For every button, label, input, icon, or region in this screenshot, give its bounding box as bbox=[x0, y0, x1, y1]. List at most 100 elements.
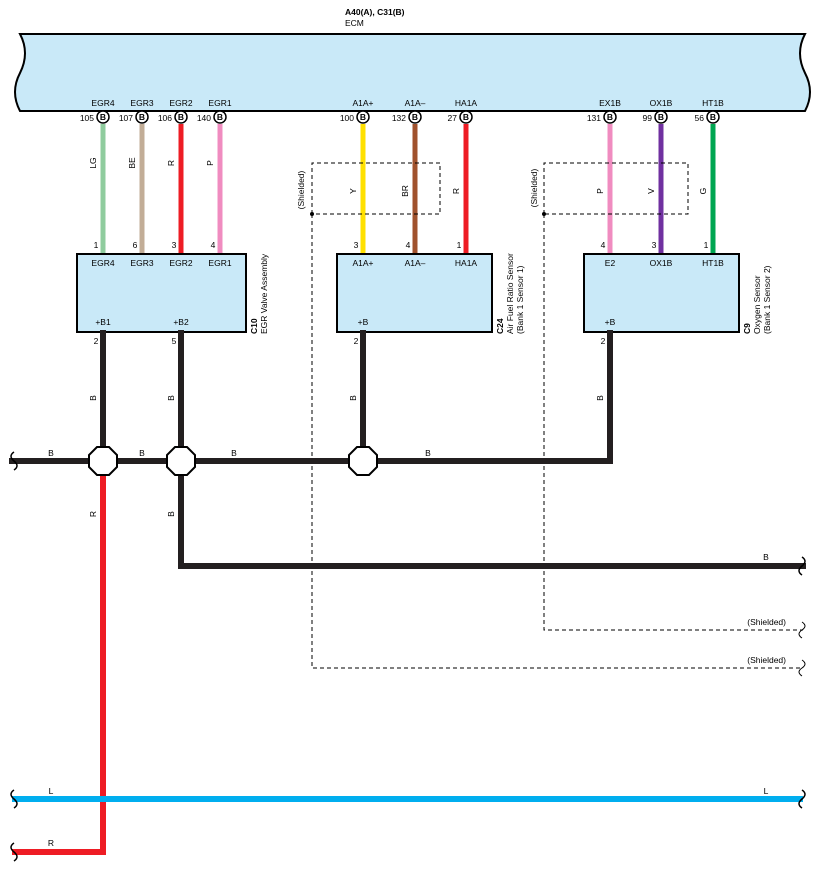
wire-b-down bbox=[178, 472, 806, 569]
ecm-pin-name: EGR3 bbox=[130, 98, 153, 108]
ecm-pin-name: EGR1 bbox=[208, 98, 231, 108]
component-name-2: (Bank 1 Sensor 1) bbox=[515, 265, 525, 334]
ecm-connector-label: A40(A), C31(B) bbox=[345, 7, 405, 17]
shield-label: (Shielded) bbox=[296, 170, 306, 209]
ecm-pin-name: A1A+ bbox=[352, 98, 373, 108]
wire-color-code: R bbox=[48, 838, 54, 848]
wire-color-code: P bbox=[205, 160, 215, 166]
component-pin-name: E2 bbox=[605, 258, 616, 268]
top-wire-color-codes: LG BE R P Y BR R P V G bbox=[88, 157, 708, 197]
component-pin-number: 2 bbox=[94, 336, 99, 346]
wire-color-code: B bbox=[231, 448, 237, 458]
ecm-pin-number: 131 bbox=[587, 113, 601, 123]
component-name: EGR Valve Assembly bbox=[259, 253, 269, 334]
component-pin-name: +B bbox=[605, 317, 616, 327]
wire-end-mark bbox=[10, 842, 18, 862]
component-code: C10 bbox=[249, 318, 259, 334]
shield-label: (Shielded) bbox=[747, 655, 786, 665]
wire-color-code: B bbox=[595, 395, 605, 401]
shield-label: (Shielded) bbox=[529, 168, 539, 207]
component-pin-name: HT1B bbox=[702, 258, 724, 268]
ecm-pin-name: EGR2 bbox=[169, 98, 192, 108]
wire-red-down bbox=[12, 475, 106, 855]
component-name-2: (Bank 1 Sensor 2) bbox=[762, 265, 772, 334]
shield-dot-o2 bbox=[542, 212, 546, 216]
ecm-pin-name: HA1A bbox=[455, 98, 478, 108]
component-pin-name: EGR1 bbox=[208, 258, 231, 268]
wire-end-mark bbox=[10, 789, 18, 809]
shield-dot-afr bbox=[310, 212, 314, 216]
component-pin-number: 1 bbox=[704, 240, 709, 250]
component-pin-number: 4 bbox=[601, 240, 606, 250]
splice-junction bbox=[166, 446, 196, 476]
wire-color-code: B bbox=[139, 448, 145, 458]
svg-text:B: B bbox=[178, 112, 184, 122]
component-pin-number: 5 bbox=[172, 336, 177, 346]
ecm-pin-name: EX1B bbox=[599, 98, 621, 108]
ecm-pin-circles: B B B B B B B B B B bbox=[96, 110, 720, 124]
splice-junction bbox=[88, 446, 118, 476]
wire-color-code: B bbox=[425, 448, 431, 458]
ecm-pin-terminal: B bbox=[174, 110, 188, 124]
svg-text:B: B bbox=[139, 112, 145, 122]
wire-color-code: R bbox=[166, 160, 176, 166]
egr-valve-box bbox=[76, 253, 247, 333]
wire-color-code: L bbox=[764, 786, 769, 796]
component-pin-name: OX1B bbox=[650, 258, 673, 268]
shield-end-mark bbox=[798, 621, 806, 639]
wire-color-code: B bbox=[166, 511, 176, 517]
component-pin-number: 4 bbox=[406, 240, 411, 250]
component-pin-number: 1 bbox=[457, 240, 462, 250]
power-wires bbox=[9, 330, 806, 569]
wire-o2-b bbox=[375, 330, 613, 464]
shield-box-afr bbox=[311, 162, 441, 215]
component-pin-number: 2 bbox=[354, 336, 359, 346]
wire-color-code: L bbox=[49, 786, 54, 796]
ecm-pin-names: EGR4 EGR3 EGR2 EGR1 A1A+ A1A– HA1A EX1B … bbox=[91, 98, 724, 108]
wire-color-code: BE bbox=[127, 157, 137, 169]
component-pin-name: HA1A bbox=[455, 258, 478, 268]
ecm-pin-terminal: B bbox=[408, 110, 422, 124]
wire-color-code: V bbox=[646, 188, 656, 194]
wire-end-mark bbox=[798, 789, 806, 809]
component-pin-name: EGR4 bbox=[91, 258, 114, 268]
ecm-pin-number: 132 bbox=[392, 113, 406, 123]
power-wire-codes: B B B B B R B B B B B bbox=[48, 395, 769, 562]
svg-text:B: B bbox=[463, 112, 469, 122]
component-pin-number: 2 bbox=[601, 336, 606, 346]
component-o2: 4 3 1 E2 OX1B HT1B +B 2 C9 Oxygen Sensor… bbox=[583, 240, 772, 346]
svg-text:B: B bbox=[710, 112, 716, 122]
ecm-pin-terminal: B bbox=[213, 110, 227, 124]
svg-text:B: B bbox=[100, 112, 106, 122]
splice-junction bbox=[348, 446, 378, 476]
o2-sensor-box bbox=[583, 253, 740, 333]
component-pin-number: 3 bbox=[652, 240, 657, 250]
ecm-pin-name: EGR4 bbox=[91, 98, 114, 108]
ecm-pin-terminal: B bbox=[459, 110, 473, 124]
ecm-pin-terminal: B bbox=[706, 110, 720, 124]
wire-color-code: P bbox=[595, 188, 605, 194]
component-code: C24 bbox=[495, 318, 505, 334]
component-egr: 1 6 3 4 EGR4 EGR3 EGR2 EGR1 +B1 +B2 2 5 … bbox=[76, 240, 269, 346]
component-pin-number: 4 bbox=[211, 240, 216, 250]
svg-text:B: B bbox=[658, 112, 664, 122]
component-afr: 3 4 1 A1A+ A1A– HA1A +B 2 C24 Air Fuel R… bbox=[336, 240, 525, 346]
wire-color-code: B bbox=[88, 395, 98, 401]
component-code: C9 bbox=[742, 323, 752, 334]
splices bbox=[88, 446, 378, 476]
shield-drop-o2 bbox=[543, 214, 803, 631]
component-pin-name: +B1 bbox=[95, 317, 111, 327]
shield-box-o2 bbox=[543, 162, 689, 215]
ecm-pin-number: 99 bbox=[643, 113, 653, 123]
wire-color-code: R bbox=[88, 511, 98, 517]
ecm-pin-number: 106 bbox=[158, 113, 172, 123]
top-wires bbox=[100, 124, 716, 254]
component-name: Oxygen Sensor bbox=[752, 275, 762, 334]
ecm-pin-name: OX1B bbox=[650, 98, 673, 108]
ecm-pin-name: HT1B bbox=[702, 98, 724, 108]
svg-text:B: B bbox=[607, 112, 613, 122]
ecm-pin-number: 105 bbox=[80, 113, 94, 123]
component-pin-number: 1 bbox=[94, 240, 99, 250]
component-name: Air Fuel Ratio Sensor bbox=[505, 253, 515, 334]
svg-text:B: B bbox=[412, 112, 418, 122]
